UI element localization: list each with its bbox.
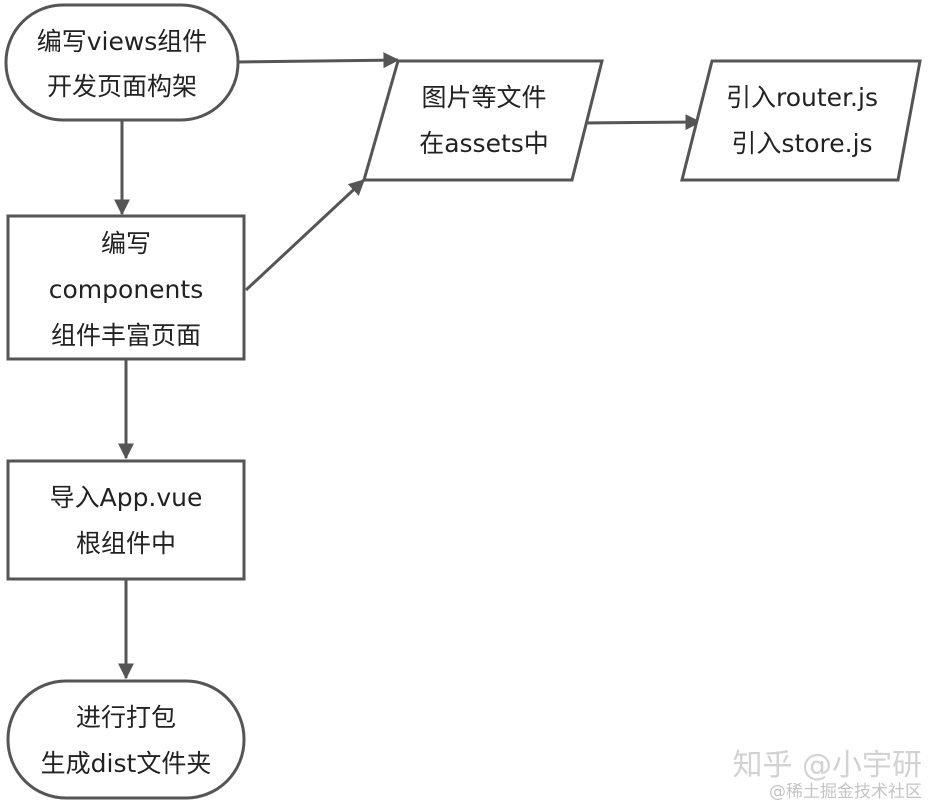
watermark-main: 知乎 @小宇研: [732, 748, 922, 783]
node-build-line-1: 进行打包: [76, 703, 176, 732]
data-shape: [680, 59, 922, 182]
process-shape: [6, 214, 246, 361]
node-build: 进行打包 生成dist文件夹: [6, 679, 246, 800]
data-shape: [362, 59, 604, 182]
node-start: 编写views组件 开发页面构架: [4, 3, 240, 122]
node-components-line-3: 组件丰富页面: [51, 321, 201, 350]
node-assets-line-1: 图片等文件: [421, 83, 546, 112]
node-router-store-line-1: 引入router.js: [726, 83, 878, 112]
watermark-sub: @稀土掘金技术社区: [769, 782, 922, 802]
edge-assets-to-router-store: [581, 114, 702, 131]
node-start-line-2: 开发页面构架: [47, 72, 197, 101]
node-app-vue: 导入App.vue 根组件中: [6, 459, 246, 581]
node-router-store-line-2: 引入store.js: [731, 129, 872, 158]
watermark: 知乎 @小宇研 @稀土掘金技术社区: [732, 748, 922, 802]
terminator-shape: [4, 3, 240, 122]
node-start-line-1: 编写views组件: [37, 27, 208, 56]
node-assets: 图片等文件 在assets中: [362, 59, 604, 182]
terminator-shape: [6, 679, 246, 800]
process-shape: [6, 459, 246, 581]
node-app-vue-line-2: 根组件中: [76, 529, 176, 558]
node-build-line-2: 生成dist文件夹: [41, 749, 212, 778]
node-assets-line-2: 在assets中: [419, 129, 549, 158]
node-router-store: 引入router.js 引入store.js: [680, 59, 922, 182]
node-components: 编写 components 组件丰富页面: [6, 214, 246, 361]
edge-start-to-assets: [235, 52, 400, 69]
node-app-vue-line-1: 导入App.vue: [50, 483, 203, 512]
edge-components-to-assets: [244, 178, 366, 292]
node-components-line-1: 编写: [101, 229, 151, 258]
node-components-line-2: components: [49, 275, 203, 304]
edges-layer: [114, 52, 702, 680]
